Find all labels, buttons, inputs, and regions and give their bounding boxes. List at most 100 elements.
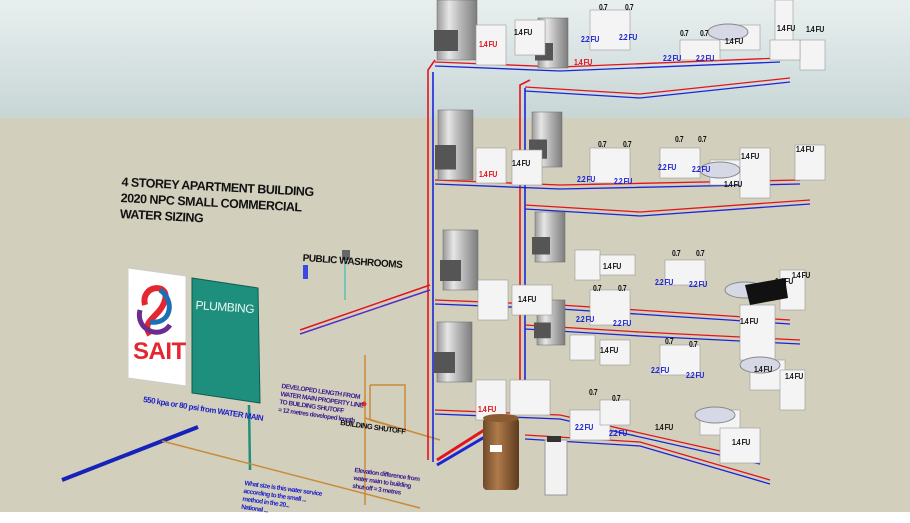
fixture-unit-label: 2.2 FU xyxy=(575,423,593,432)
fixture[interactable] xyxy=(779,369,806,411)
sign-post xyxy=(247,404,252,471)
fixture-unit-label: 2.2 FU xyxy=(655,278,673,287)
sink-basin[interactable] xyxy=(707,23,749,41)
fixture[interactable] xyxy=(599,339,631,366)
cold-branch xyxy=(434,183,801,190)
hot-water-tanks xyxy=(434,0,569,383)
sink-basin[interactable] xyxy=(694,406,736,424)
black-sink[interactable] xyxy=(745,278,788,305)
fixture[interactable] xyxy=(769,39,801,61)
hot-branch xyxy=(524,77,791,95)
fixture-unit-label: 0.7 xyxy=(623,140,632,149)
fixture[interactable] xyxy=(589,9,631,51)
fixture[interactable] xyxy=(475,379,507,421)
tank-box xyxy=(434,352,455,373)
water-softener[interactable] xyxy=(544,436,568,496)
fixture[interactable] xyxy=(511,149,543,186)
fixture[interactable] xyxy=(574,249,601,281)
cold-branch xyxy=(524,81,791,99)
fixture[interactable] xyxy=(477,279,509,321)
fixture-unit-label: 1.4 FU xyxy=(514,28,532,37)
fixture-unit-label: 2.2 FU xyxy=(576,315,594,324)
fixture-unit-label: 0.7 xyxy=(665,337,674,346)
fixture-unit-label: 2.2 FU xyxy=(651,366,669,375)
building-shutoff-valve[interactable] xyxy=(361,401,367,407)
fixture-unit-label: 0.7 xyxy=(696,249,705,258)
fixture-unit-label: 2.2 FU xyxy=(663,54,681,63)
fixture-unit-label: 2.2 FU xyxy=(686,371,704,380)
fixture[interactable] xyxy=(509,379,551,416)
fixture-unit-label: 1.4 FU xyxy=(732,438,750,447)
fixture-unit-label: 1.4 FU xyxy=(603,262,621,271)
fixture-unit-label: 1.4 FU xyxy=(806,25,824,34)
hot-branch xyxy=(524,434,771,481)
fixture[interactable] xyxy=(799,39,826,71)
fixture-unit-label: 2.2 FU xyxy=(692,165,710,174)
fixture-unit-label: 2.2 FU xyxy=(658,163,676,172)
fixture-unit-label: 0.7 xyxy=(599,3,608,12)
fixture-unit-label: 1.4 FU xyxy=(725,37,743,46)
sink-basin[interactable] xyxy=(699,161,741,179)
fixture[interactable] xyxy=(659,147,701,179)
tank-box xyxy=(434,30,458,51)
fixture-unit-label: 0.7 xyxy=(598,140,607,149)
fixture-unit-label: 1.4 FU xyxy=(785,372,803,381)
water-service-pipe xyxy=(161,440,421,509)
fixture-unit-label: 0.7 xyxy=(689,340,698,349)
fixture[interactable] xyxy=(664,259,706,286)
plumbing-model-viewport[interactable] xyxy=(0,0,910,512)
fixture[interactable] xyxy=(569,334,596,361)
sait-logo-text: SAIT xyxy=(133,338,186,365)
fixture-unit-label: 1.4 FU xyxy=(478,405,496,414)
water-heater[interactable] xyxy=(483,414,519,490)
fixture[interactable] xyxy=(659,344,701,376)
fixture-unit-label: 0.7 xyxy=(672,249,681,258)
fixture-unit-label: 2.2 FU xyxy=(619,33,637,42)
fixture-unit-label: 1.4 FU xyxy=(574,58,592,67)
plumbing-fixtures xyxy=(475,0,826,464)
fixture-unit-label: 1.4 FU xyxy=(796,145,814,154)
fixture-unit-label: 0.7 xyxy=(618,284,627,293)
fixture-unit-label: 0.7 xyxy=(698,135,707,144)
fixture[interactable] xyxy=(475,147,507,184)
fixture-unit-label: 1.4 FU xyxy=(740,317,758,326)
fixture-unit-label: 1.4 FU xyxy=(479,40,497,49)
tank-box xyxy=(435,145,456,170)
fixture[interactable] xyxy=(599,254,636,276)
sait-logo-sign xyxy=(127,267,187,387)
public-washroom-fixtures xyxy=(299,250,431,335)
fixture-unit-label: 1.4 FU xyxy=(655,423,673,432)
fixture-unit-label: 0.7 xyxy=(680,29,689,38)
fixture-unit-label: 1.4 FU xyxy=(741,152,759,161)
fixture[interactable] xyxy=(739,147,771,199)
fixture-unit-label: 0.7 xyxy=(593,284,602,293)
fixture[interactable] xyxy=(719,427,761,464)
sink-basin[interactable] xyxy=(739,356,781,374)
fixture-unit-label: 2.2 FU xyxy=(613,319,631,328)
fixture[interactable] xyxy=(511,284,553,316)
fixture-unit-label: 2.2 FU xyxy=(614,177,632,186)
fixture-unit-label: 1.4 FU xyxy=(518,295,536,304)
cold-branch xyxy=(434,61,781,72)
fixture-unit-label: 0.7 xyxy=(625,3,634,12)
tank-box xyxy=(534,322,551,339)
fixture-unit-label: 1.4 FU xyxy=(512,159,530,168)
fixture[interactable] xyxy=(475,24,507,66)
fixture[interactable] xyxy=(589,289,631,326)
fixture-unit-label: 2.2 FU xyxy=(689,280,707,289)
fixture-unit-label: 1.4 FU xyxy=(600,346,618,355)
fixture-unit-label: 2.2 FU xyxy=(581,35,599,44)
fixture[interactable] xyxy=(599,399,631,426)
water-main-pipe xyxy=(61,425,199,482)
page-title: 4 STOREY APARTMENT BUILDING 2020 NPC SMA… xyxy=(119,174,314,232)
fixture[interactable] xyxy=(794,144,826,181)
fixture-unit-label: 2.2 FU xyxy=(577,175,595,184)
tank-box xyxy=(532,237,550,255)
hot-branch xyxy=(524,199,811,213)
fixture-unit-label: 0.7 xyxy=(612,394,621,403)
fixture[interactable] xyxy=(514,19,546,56)
fixture-unit-label: 1.4 FU xyxy=(792,271,810,280)
tank-box xyxy=(440,260,461,281)
fixture[interactable] xyxy=(739,304,776,361)
fixture[interactable] xyxy=(589,147,631,184)
